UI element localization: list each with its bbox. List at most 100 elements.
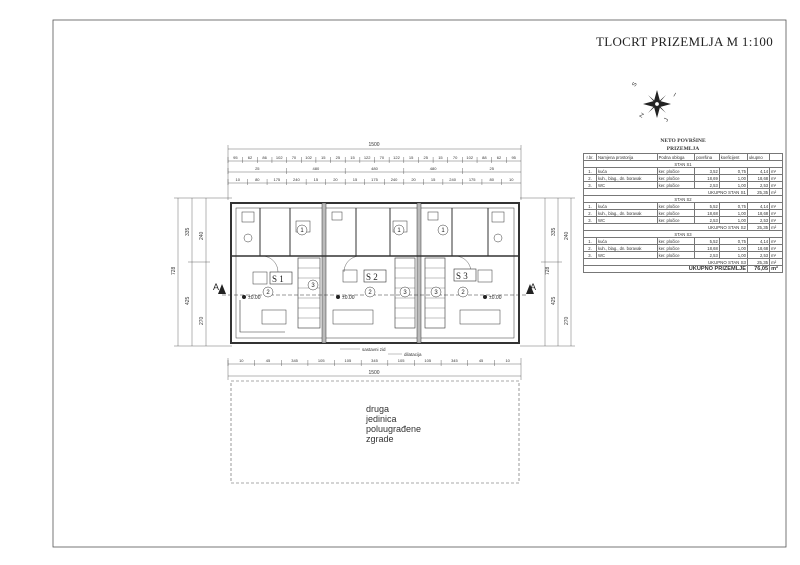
dimension-label: 15 — [431, 177, 436, 182]
area-row-cell: 1,00 — [718, 216, 748, 224]
table-header-row-cell: Namjena prostorija — [596, 153, 658, 161]
area-row-cell: 18,68 — [746, 209, 771, 217]
area-row-cell: 2,53 — [746, 181, 771, 189]
section-label-right: A — [530, 282, 536, 292]
dimension-label: 70 — [453, 155, 458, 160]
dimension-label: 345 — [291, 358, 298, 363]
dimension-label: 45 — [266, 358, 271, 363]
dimension-label: 175 — [273, 177, 280, 182]
room-number-s1-3: 3 — [311, 283, 315, 289]
dimension-label: 25 — [489, 166, 494, 171]
table-heading-1: NETO POVRŠINE — [660, 138, 706, 144]
area-row-cell: 18,69 — [694, 174, 720, 182]
area-row-cell: 5,52 — [694, 202, 720, 210]
dimension-label: 175 — [371, 177, 378, 182]
drawing-title: TLOCRT PRIZEMLJA M 1:100 — [596, 34, 773, 49]
neighbor-note-line-2: jedinica — [366, 414, 397, 424]
area-row-cell: 3. — [583, 216, 597, 224]
dimension-label: 80 — [489, 177, 494, 182]
dimension-label: 480 — [371, 166, 378, 171]
dimension-label: 62 — [248, 155, 253, 160]
section-arrow-right-icon — [526, 284, 534, 294]
dimension-label: 105 — [318, 358, 325, 363]
area-row-cell: 2. — [583, 209, 597, 217]
table-header-row-cell: površina — [694, 153, 720, 161]
dimension-label: 70 — [380, 155, 385, 160]
area-row-cell: ker. pločice — [656, 237, 696, 245]
area-row-cell: 1. — [583, 167, 597, 175]
dimension-label: 240 — [391, 177, 398, 182]
dimension-label: 122 — [393, 155, 400, 160]
unit-sum-row-cell: UKUPNO STAN S1 — [583, 188, 748, 196]
dimension-label: 105 — [345, 358, 352, 363]
dimension-label: 20 — [411, 177, 416, 182]
area-row-cell: 2,53 — [694, 181, 720, 189]
dimension-label: 240 — [449, 177, 456, 182]
table-header-row-cell: Podna obloga — [656, 153, 696, 161]
dimension-label: 480 — [313, 166, 320, 171]
area-row-cell: WC — [596, 216, 658, 224]
area-row-cell: kuh., blag., dn. boravak — [596, 209, 658, 217]
area-row-cell: kuh., blag., dn. boravak — [596, 244, 658, 252]
table-heading-2: PRIZEMLJA — [666, 146, 700, 152]
table-header-row-cell: r.br. — [583, 153, 597, 161]
area-row-cell: m² — [769, 209, 783, 217]
area-row-cell: ker. pločice — [656, 167, 696, 175]
unit-label-s1-text: S 1 — [272, 274, 284, 284]
area-row-cell: 2,53 — [694, 216, 720, 224]
net-area-table: NETO POVRŠINE PRIZEMLJA r.br.Namjena pro… — [583, 137, 783, 273]
room-number-s2-2: 2 — [368, 290, 372, 296]
area-row-cell: 18,68 — [746, 244, 771, 252]
top-dimensions — [227, 145, 522, 200]
area-row-cell: m² — [769, 237, 783, 245]
area-row-cell: 1,00 — [718, 244, 748, 252]
area-row-cell: kuća — [596, 167, 658, 175]
dimension-label: 240 — [293, 177, 300, 182]
level-mark-s2: ±0.00 — [342, 295, 355, 301]
table-header-row-cell: ukupno — [746, 153, 771, 161]
dimension-label: 175 — [469, 177, 476, 182]
unit-sum-row-cell: UKUPNO STAN S3 — [583, 258, 748, 266]
unit-sum-row-cell: 25,35 — [746, 258, 771, 266]
right-dim-mid-bottom: 425 — [551, 296, 557, 305]
unit-label-s3: S 3 — [453, 268, 477, 282]
dimension-label: 70 — [292, 155, 297, 160]
area-row-cell: ker. pločice — [656, 251, 696, 259]
unit-label-s1: S 1 — [269, 271, 293, 285]
total-row-cell: UKUPNO PRIZEMLJE — [583, 265, 748, 273]
left-dimensions — [174, 197, 232, 347]
room-number-bubbles: 1 1 1 2 2 2 3 3 3 — [262, 224, 469, 298]
area-row-cell: 5,52 — [694, 237, 720, 245]
dimension-label: 45 — [479, 358, 484, 363]
dimension-label: 15 — [321, 155, 326, 160]
neighbor-note-line-4: zgrade — [366, 434, 394, 444]
level-mark-s3: ±0.00 — [489, 295, 502, 301]
area-row-cell: 1. — [583, 237, 597, 245]
unit-row-1-cell: STAN S1 — [583, 160, 783, 168]
dimension-label: 15 — [438, 155, 443, 160]
area-row-cell: m² — [769, 244, 783, 252]
dimension-label: 25 — [336, 155, 341, 160]
area-row-cell: m² — [769, 202, 783, 210]
left-dim-mid-bottom: 425 — [185, 296, 191, 305]
table-header-row-cell: koeficijent — [718, 153, 748, 161]
total-row-cell: m² — [769, 265, 783, 273]
area-row-cell: 0,75 — [718, 167, 748, 175]
dimension-label: 10 — [239, 358, 244, 363]
area-row-cell: 18,68 — [746, 174, 771, 182]
dimension-label: 345 — [371, 358, 378, 363]
area-row-cell: 3. — [583, 181, 597, 189]
area-row-cell: 4,14 — [746, 167, 771, 175]
right-dim-outer: 728 — [545, 266, 551, 275]
dimension-label: 15 — [353, 177, 358, 182]
area-row-cell: 4,14 — [746, 237, 771, 245]
dimension-label: 102 — [305, 155, 312, 160]
dimension-label: 15 — [350, 155, 355, 160]
